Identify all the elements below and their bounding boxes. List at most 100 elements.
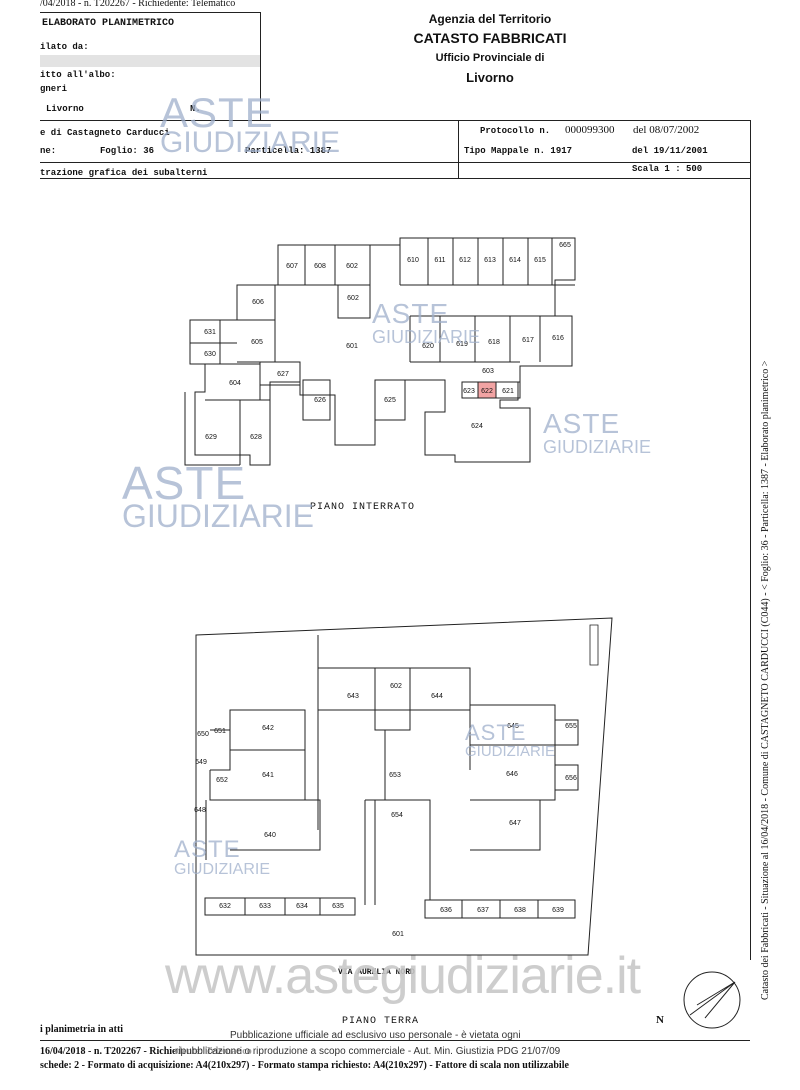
provincia: Livorno [46,104,84,114]
interrato-unit-label: 630 [204,351,216,358]
tipo-date: del 19/11/2001 [632,146,708,156]
agency-line2: CATASTO FABBRICATI [413,30,567,46]
terra-unit-label: 633 [259,903,271,910]
highlighted-unit-622 [477,381,497,399]
interrato-outline [189,237,576,466]
interrato-unit-label: 611 [434,257,445,264]
particella: Particella: 1387 [245,146,332,156]
rappresentazione: trazione grafica dei subalterni [40,168,208,178]
iscritto-albo-value: gneri [40,84,68,94]
terra-unit-label: 656 [565,775,577,782]
terra-unit-label: 644 [431,693,443,700]
north-arrow [683,971,741,1029]
protocollo-num: 000099300 [565,124,615,136]
north-label: N [656,1014,664,1026]
agency-line1: Agenzia del Territorio [428,12,552,26]
interrato-unit-label: 605 [251,339,263,346]
terra-unit-label: 645 [507,723,519,730]
terra-unit-label: 651 [214,728,226,735]
terra-unit-label: 636 [440,907,452,914]
iscritto-albo: itto all'albo: [40,70,116,80]
interrato-unit-label: 604 [229,380,241,387]
interrato-unit-label: 629 [205,434,217,441]
terra-unit-label: 646 [506,771,518,778]
interrato-unit-label: 624 [471,423,483,430]
interrato-unit-label: 602 [346,263,358,270]
watermark-logo: ASTE GIUDIZIARIE [372,298,481,347]
interrato-unit-label: 628 [250,434,262,441]
terra-unit-label: 653 [389,772,401,779]
interrato-unit-label: 615 [534,257,546,264]
interrato-unit-label: 625 [384,397,396,404]
interrato-unit-label: 617 [522,337,534,344]
interrato-unit-label: 622 [481,388,493,395]
publication-note-2: ripubblicazione o riproduzione a scopo c… [175,1046,561,1057]
interrato-unit-label: 626 [314,397,326,404]
terra-unit-label: 647 [509,820,521,827]
interrato-unit-label: 618 [488,339,500,346]
agency-line4: Livorno [466,70,514,85]
interrato-unit-label: 627 [277,371,289,378]
interrato-unit-label: 607 [286,263,298,270]
compilato-da: ilato da: [40,42,89,52]
tipo-mappale: Tipo Mappale n. 1917 [464,146,573,156]
piano-interrato-title: PIANO INTERRATO [310,502,416,513]
street-name: VIA AURELIA NORD [338,968,415,977]
terra-unit-label: 639 [552,907,564,914]
terra-unit-label: 654 [391,812,403,819]
publication-note: Pubblicazione ufficiale ad esclusivo uso… [230,1030,521,1041]
interrato-unit-label: 610 [407,257,419,264]
interrato-unit-label: 620 [422,343,434,350]
agency-line3: Ufficio Provinciale di [435,52,545,64]
footer-line1: 16/04/2018 - n. T202267 - Richiedente: T… [40,1046,252,1057]
sezione: ne: [40,146,57,156]
planimetria-note: i planimetria in atti [40,1024,124,1035]
n-label: N. [190,104,201,114]
terra-outline [195,617,613,956]
side-caption: Catasto dei Fabbricati - Situazione al 1… [760,360,771,1000]
terra-unit-label: 635 [332,903,344,910]
interrato-unit-label: 665 [559,242,571,249]
redacted-name [40,55,260,67]
watermark-logo: ASTE GIUDIZIARIE [174,836,271,878]
interrato-unit-label: 631 [204,329,216,336]
footer-line2: schede: 2 - Formato di acquisizione: A4(… [40,1060,569,1071]
unit-labels: 607 608 602 610 611 612 613 614 615 665 606 602 631 6… [194,242,577,938]
scala: Scala 1 : 500 [632,164,703,174]
piano-terra-title: PIANO TERRA [342,1016,420,1027]
interrato-unit-label: 616 [552,335,564,342]
terra-unit-label: 637 [477,907,489,914]
terra-unit-label: 643 [347,693,359,700]
top-line: /04/2018 - n. T202267 - Richiedente: Tel… [40,0,236,9]
watermark-site: www.astegiudiziarie.it [165,947,641,1005]
terra-unit-label: 655 [565,723,577,730]
interrato-unit-label: 603 [482,368,494,375]
comune: e di Castagneto Carducci [40,128,170,138]
interrato-unit-label: 619 [456,341,468,348]
terra-unit-label: 642 [262,725,274,732]
terra-unit-label: 602 [390,683,402,690]
interrato-unit-label: 602 [347,295,359,302]
interrato-unit-label: 613 [484,257,496,264]
interrato-unit-label: 614 [509,257,521,264]
terra-unit-label: 649 [195,759,207,766]
protocollo-label: Protocollo n. [480,126,551,136]
interrato-unit-label: 623 [463,388,475,395]
terra-unit-label: 638 [514,907,526,914]
watermark-logo: ASTE GIUDIZIARIE [465,720,556,760]
terra-unit-label: 652 [216,777,228,784]
interrato-unit-label: 601 [346,343,358,350]
watermark-logo: ASTE GIUDIZIARIE [160,89,341,159]
terra-unit-label: 650 [197,731,209,738]
interrato-unit-label: 608 [314,263,326,270]
watermark-logo: ASTE GIUDIZIARIE [543,408,652,457]
terra-unit-label: 601 [392,931,404,938]
interrato-unit-label: 612 [459,257,471,264]
watermark-logo: ASTE GIUDIZIARIE [122,457,315,534]
terra-unit-label: 641 [262,772,274,779]
foglio: Foglio: 36 [100,146,155,156]
interrato-unit-label: 621 [502,388,514,395]
interrato-unit-label: 606 [252,299,264,306]
doc-title: ELABORATO PLANIMETRICO [42,18,175,29]
